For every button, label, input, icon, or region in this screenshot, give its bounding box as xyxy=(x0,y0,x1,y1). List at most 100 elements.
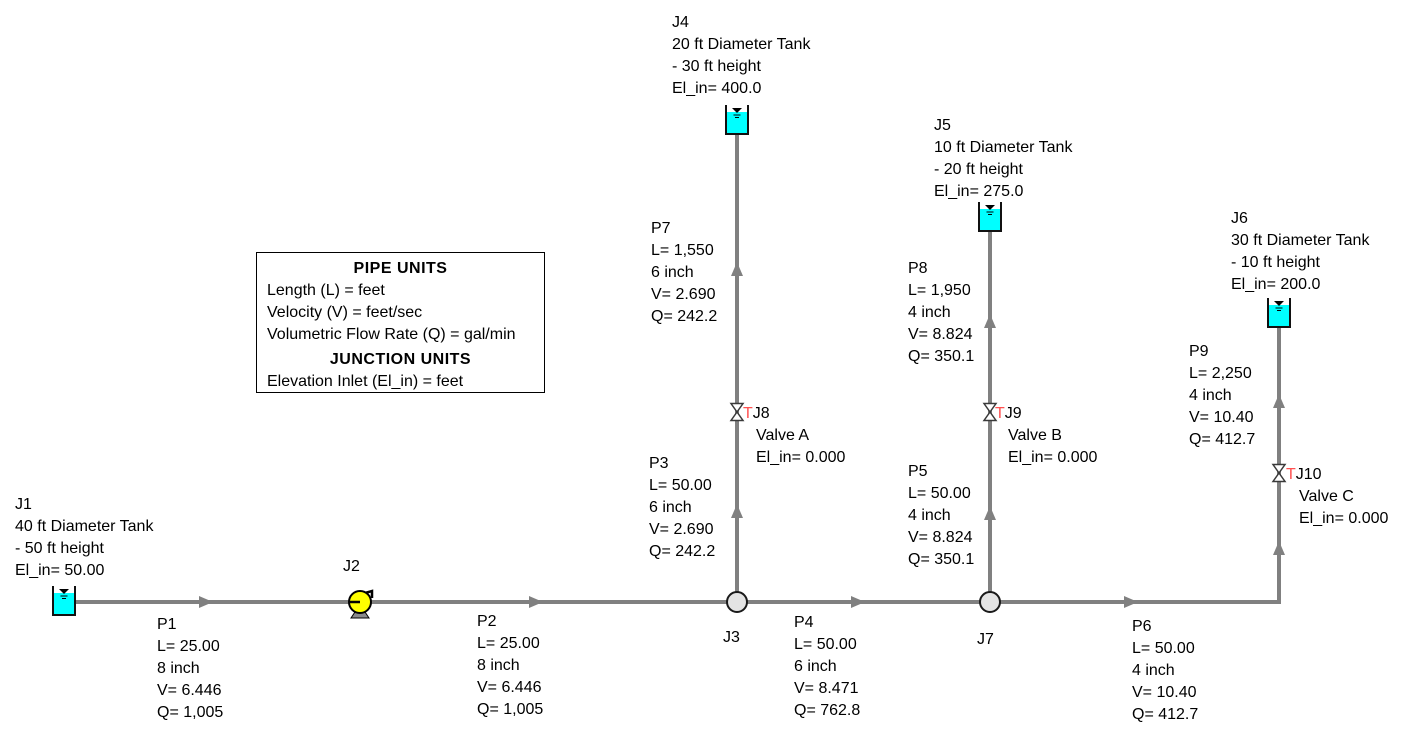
label-line: L= 25.00 xyxy=(157,638,220,655)
water-level-icon xyxy=(59,589,69,599)
label-line: J4 xyxy=(672,14,689,31)
label-line: L= 50.00 xyxy=(794,636,857,653)
tank-icon-j5[interactable] xyxy=(978,202,1002,232)
pump-icon-j2[interactable] xyxy=(342,587,378,625)
label-line: V= 8.471 xyxy=(794,680,859,697)
label-line: P9 xyxy=(1189,343,1209,360)
branch-junction-icon-j7[interactable] xyxy=(979,591,1001,613)
label-line: Q= 242.2 xyxy=(649,543,716,560)
label-line: El_in= 50.00 xyxy=(15,562,105,579)
valve-name: Valve A xyxy=(756,427,810,444)
label-line: El_in= 200.0 xyxy=(1231,276,1321,293)
label-line: P4 xyxy=(794,614,814,631)
valve-label-j8: TJ8 Valve A El_in= 0.000 xyxy=(743,403,845,469)
label-line: V= 2.690 xyxy=(649,521,714,538)
valve-icon-j8[interactable] xyxy=(729,402,745,427)
label-line: 30 ft Diameter Tank xyxy=(1231,232,1370,249)
label-line: Q= 412.7 xyxy=(1132,706,1199,723)
label-line: El_in= 400.0 xyxy=(672,80,762,97)
valve-elevation: El_in= 0.000 xyxy=(1008,449,1098,466)
flow-arrow-p8 xyxy=(984,314,996,328)
label-line: L= 50.00 xyxy=(908,485,971,502)
label-line: P2 xyxy=(477,613,497,630)
flow-arrow-p6-riser xyxy=(1273,541,1285,555)
label-line: - 50 ft height xyxy=(15,540,104,557)
label-line: Q= 412.7 xyxy=(1189,431,1256,448)
flow-arrow-p4 xyxy=(851,596,865,608)
label-line: L= 2,250 xyxy=(1189,365,1252,382)
flow-arrow-p1 xyxy=(199,596,213,608)
pipe-run-j3-branch[interactable] xyxy=(735,134,739,602)
water-level-icon xyxy=(985,205,995,215)
label-line: Q= 350.1 xyxy=(908,348,975,365)
tee-marker: T xyxy=(1286,466,1296,483)
valve-name: Valve C xyxy=(1299,488,1354,505)
label-line: V= 8.824 xyxy=(908,529,973,546)
label-line: L= 1,950 xyxy=(908,282,971,299)
label-line: - 20 ft height xyxy=(934,161,1023,178)
label-line: 10 ft Diameter Tank xyxy=(934,139,1073,156)
label-line: 4 inch xyxy=(1189,387,1232,404)
water-level-icon xyxy=(732,108,742,118)
pipe-units-title: PIPE UNITS xyxy=(353,260,448,277)
label-line: V= 6.446 xyxy=(477,679,542,696)
label-line: Q= 350.1 xyxy=(908,551,975,568)
valve-label-j10: TJ10 Valve C El_in= 0.000 xyxy=(1286,464,1388,530)
label-line: 4 inch xyxy=(1132,662,1175,679)
valve-label-j9: TJ9 Valve B El_in= 0.000 xyxy=(995,403,1097,469)
junction-id: J9 xyxy=(1004,405,1022,422)
valve-icon-j10[interactable] xyxy=(1271,463,1287,488)
label-line: El_in= 275.0 xyxy=(934,183,1024,200)
label-line: 4 inch xyxy=(908,507,951,524)
label-line: Volumetric Flow Rate (Q) = gal/min xyxy=(267,326,516,343)
junction-label-j7: J7 xyxy=(977,631,994,648)
label-line: 8 inch xyxy=(477,657,520,674)
water-level-icon xyxy=(1274,301,1284,311)
pipe-run-horizontal[interactable] xyxy=(76,600,1281,604)
label-line: Q= 762.8 xyxy=(794,702,861,719)
tank-icon-j1[interactable] xyxy=(52,586,76,616)
junction-units-title: JUNCTION UNITS xyxy=(329,351,472,368)
tank-icon-j6[interactable] xyxy=(1267,298,1291,328)
label-line: Velocity (V) = feet/sec xyxy=(267,304,423,321)
label-line: Q= 1,005 xyxy=(157,704,224,721)
flow-arrow-p6 xyxy=(1124,596,1138,608)
tee-marker: T xyxy=(995,405,1005,422)
label-line: L= 50.00 xyxy=(649,477,712,494)
flow-arrow-p7 xyxy=(731,262,743,276)
label-line: P3 xyxy=(649,455,669,472)
label-line: J5 xyxy=(934,117,951,134)
label-line: V= 10.40 xyxy=(1189,409,1254,426)
pipe-label-p8: P8 L= 1,950 4 inch V= 8.824 Q= 350.1 xyxy=(908,258,974,368)
valve-elevation: El_in= 0.000 xyxy=(1299,510,1389,527)
valve-icon-j9[interactable] xyxy=(982,402,998,427)
label-line: 6 inch xyxy=(649,499,692,516)
label-line: J6 xyxy=(1231,210,1248,227)
junction-id: J8 xyxy=(752,405,770,422)
label-line: Q= 242.2 xyxy=(651,308,718,325)
tank-icon-j4[interactable] xyxy=(725,105,749,135)
valve-name: Valve B xyxy=(1008,427,1062,444)
label-line: P8 xyxy=(908,260,928,277)
label-line: Elevation Inlet (El_in) = feet xyxy=(267,373,464,390)
label-line: V= 8.824 xyxy=(908,326,973,343)
junction-label-j2: J2 xyxy=(343,558,360,575)
label-line: 40 ft Diameter Tank xyxy=(15,518,154,535)
branch-junction-icon-j3[interactable] xyxy=(726,591,748,613)
flow-arrow-p3 xyxy=(731,504,743,518)
label-line: P5 xyxy=(908,463,928,480)
label-line: 4 inch xyxy=(908,304,951,321)
label-line: 8 inch xyxy=(157,660,200,677)
label-line: P7 xyxy=(651,220,671,237)
